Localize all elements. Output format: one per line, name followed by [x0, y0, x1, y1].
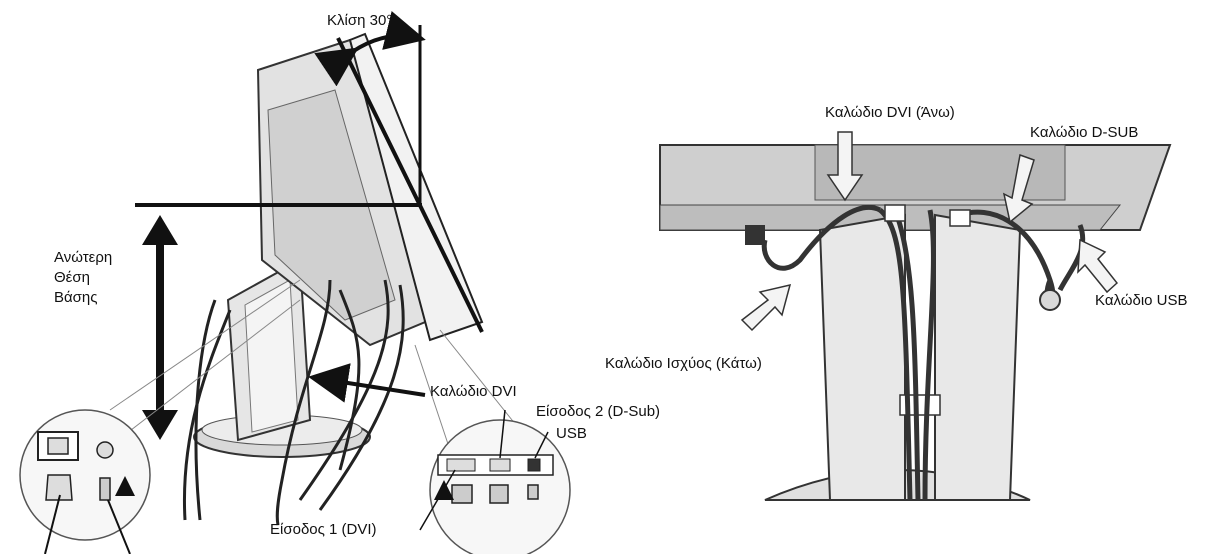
tilt-arc-arrow: [314, 11, 426, 87]
callout-arrows: [740, 131, 1119, 332]
right-figure: [659, 131, 1172, 501]
dvi-upper-cable-label: Καλώδιο DVI (Άνω): [825, 104, 955, 121]
usb-label: USB: [556, 425, 587, 442]
stand-label-line-1: Ανώτερη: [54, 249, 113, 266]
stand-neck-right: [934, 213, 1022, 501]
power-lower-cable-label: Καλώδιο Ισχύος (Κάτω): [605, 355, 762, 372]
input1-dvi-label: Είσοδος 1 (DVI): [270, 521, 377, 538]
input2-dsub-label: Είσοδος 2 (D-Sub): [536, 403, 661, 420]
stand-label-line-2: Θέση: [54, 269, 90, 286]
power-zoom-circle: [19, 409, 151, 541]
usb-cable-label: Καλώδιο USB: [1095, 292, 1188, 309]
cables-right: [761, 204, 1086, 501]
cables-left: [182, 279, 405, 526]
dvi-cable-label: Καλώδιο DVI: [430, 383, 517, 400]
stand-label-line-3: Βάσης: [54, 289, 98, 306]
dsub-cable-label: Καλώδιο D-SUB: [1030, 124, 1139, 141]
height-arrow: [142, 215, 178, 440]
stand-position-label: Ανώτερη Θέση Βάσης: [54, 248, 164, 308]
tilt-label: Κλίση 30°: [327, 12, 393, 29]
stand-neck-left: [818, 213, 906, 501]
left-figure: [19, 11, 571, 554]
